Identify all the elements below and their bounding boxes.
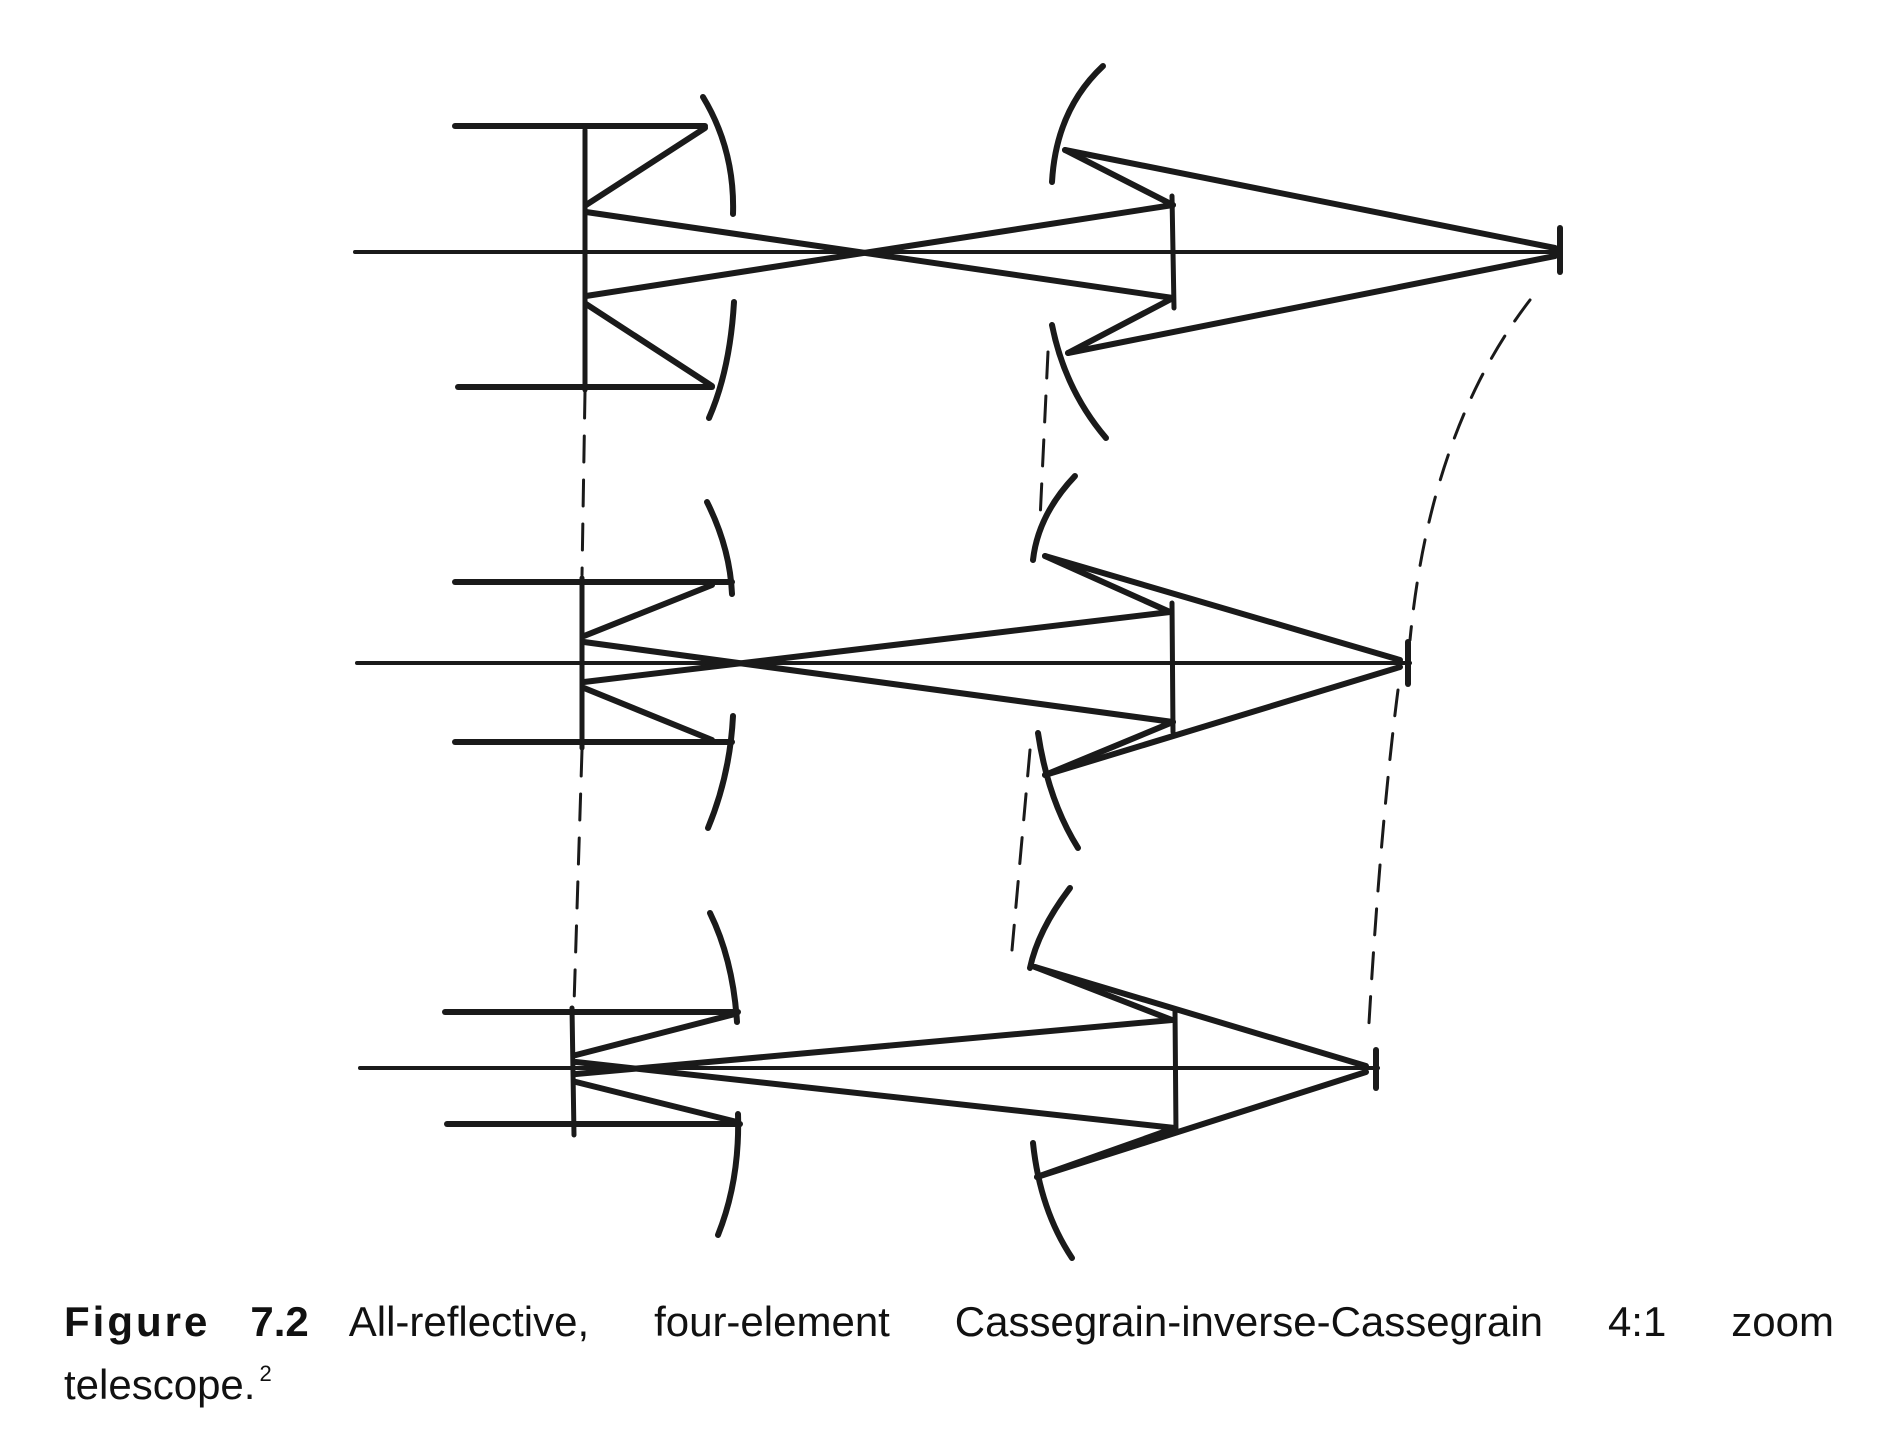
caption-line-2: telescope.2	[64, 1348, 1834, 1411]
tertiary-mirror-lower	[1030, 1140, 1075, 1261]
ray	[1042, 553, 1173, 615]
configuration-3	[358, 885, 1380, 1261]
tertiary-mirror-lower	[1049, 322, 1109, 441]
ray	[573, 1059, 1178, 1131]
ray	[1042, 664, 1403, 778]
figure-label: Figure	[64, 1298, 211, 1345]
figure-number: 7.2	[250, 1298, 309, 1345]
tertiary-mirror-lower	[1035, 730, 1081, 851]
footnote-marker: 2	[259, 1361, 272, 1386]
caption-word: zoom	[1731, 1298, 1834, 1345]
caption-line-1: Figure 7.2 All-reflective, four-element …	[64, 1296, 1834, 1348]
caption-word: four-element	[654, 1298, 890, 1345]
ray	[1062, 147, 1176, 208]
ray	[573, 1017, 1175, 1077]
ray	[1065, 253, 1558, 356]
ray	[573, 1079, 740, 1125]
figure-caption: Figure 7.2 All-reflective, four-element …	[64, 1296, 1834, 1411]
tertiary-mirror-upper	[1049, 63, 1106, 185]
caption-word: 4:1	[1607, 1298, 1667, 1345]
tertiary-mirror-upper	[1027, 885, 1073, 971]
quaternary-mirror	[1169, 600, 1176, 735]
ray	[1062, 147, 1558, 251]
motion-paths	[572, 298, 1532, 1042]
tertiary-mirror-path	[1010, 350, 1050, 952]
primary-mirror-upper	[704, 499, 735, 597]
ray	[581, 685, 715, 743]
caption-word: Cassegrain-inverse-Cassegrain	[954, 1298, 1544, 1345]
quaternary-mirror	[1169, 193, 1177, 311]
ray	[1032, 964, 1369, 1069]
primary-mirror-lower	[706, 299, 737, 421]
ray	[581, 639, 1176, 725]
ray	[581, 582, 715, 639]
ray	[581, 609, 1173, 685]
ray	[583, 209, 1176, 301]
configuration-1	[353, 63, 1563, 441]
focal-plane-path	[1366, 298, 1532, 1042]
ray	[1042, 553, 1403, 663]
ray	[583, 202, 1176, 299]
primary-mirror-lower	[705, 713, 736, 831]
ray	[583, 301, 715, 389]
secondary-mirror-path	[572, 390, 587, 1007]
caption-word: All-reflective,	[348, 1298, 590, 1345]
caption-end-text: telescope.	[64, 1361, 256, 1408]
primary-mirror-upper	[707, 910, 740, 1025]
caption-label-group: Figure 7.2 All-reflective,	[64, 1296, 589, 1348]
primary-mirror-lower	[715, 1111, 742, 1238]
configuration-2	[355, 473, 1412, 851]
quaternary-mirror	[1172, 1007, 1179, 1136]
ray	[1065, 295, 1176, 356]
ray	[573, 1011, 738, 1058]
secondary-mirror	[569, 1005, 577, 1138]
primary-mirror-upper	[700, 94, 737, 217]
tertiary-mirror-upper	[1030, 473, 1078, 563]
ray	[583, 125, 708, 208]
ray	[1034, 1069, 1369, 1180]
